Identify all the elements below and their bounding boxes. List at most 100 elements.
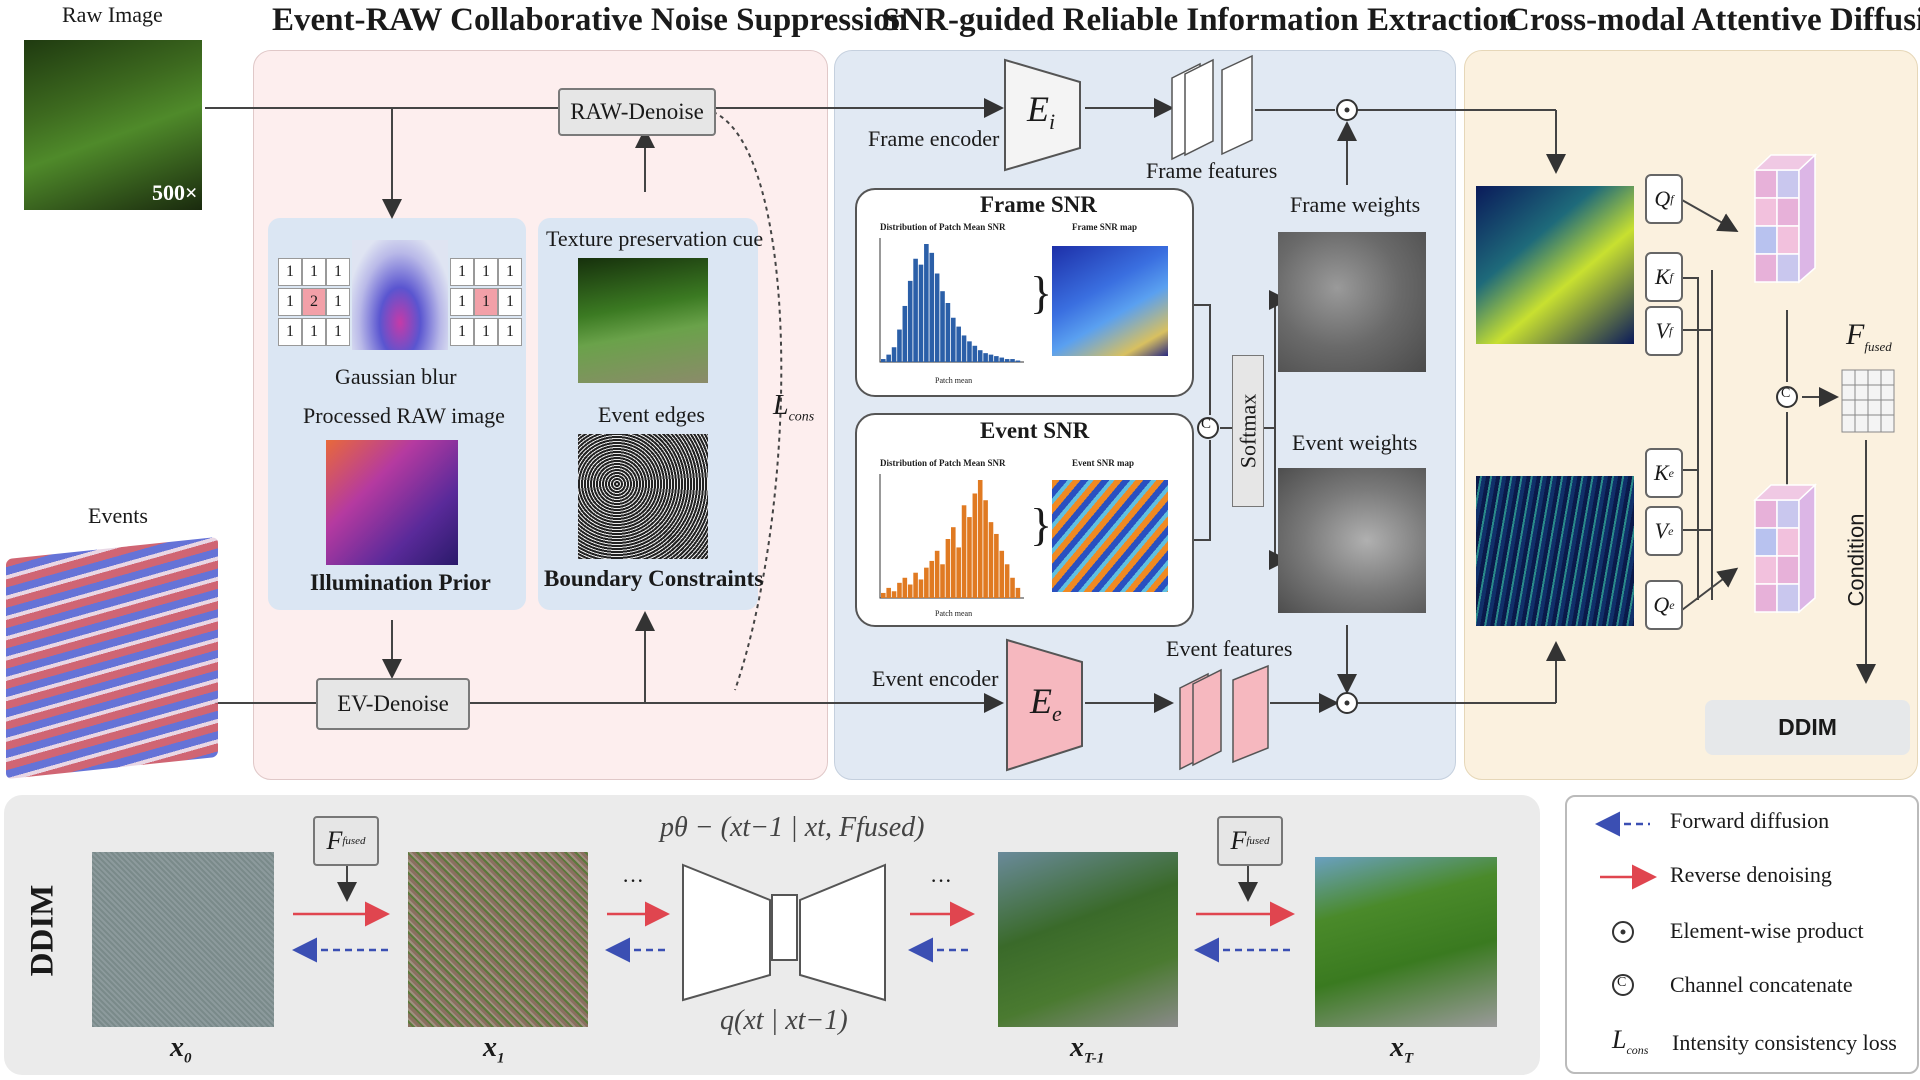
snr-extraction-title: SNR-guided Reliable Information Extracti…	[882, 2, 1518, 38]
legend-loss-sub: cons	[1626, 1043, 1649, 1058]
xt1-image	[998, 852, 1178, 1027]
hist-bar	[977, 480, 983, 598]
xt1-letter: x	[1070, 1032, 1084, 1063]
softmax-label: Softmax	[1235, 393, 1260, 469]
events-label: Events	[88, 503, 148, 528]
event-weights-label: Event weights	[1292, 430, 1418, 455]
hist-bar	[902, 305, 908, 362]
hist-bar	[994, 356, 999, 362]
kernel-cell: 1	[498, 288, 522, 316]
event-edges-label: Event edges	[598, 402, 705, 427]
qe-letter: Q	[1653, 592, 1670, 617]
kernel-cell: 1	[326, 318, 350, 346]
kernel-cell: 1	[326, 258, 350, 286]
hist-bar	[940, 291, 945, 362]
ddim-strip-label-wrap: DDIM	[8, 875, 78, 985]
ei-sub: i	[1049, 109, 1056, 135]
frame-snr-map	[1052, 246, 1168, 356]
hist-bar	[972, 345, 978, 362]
hist-bar	[924, 567, 929, 598]
texture-image	[578, 258, 708, 383]
hist-bar	[913, 258, 918, 362]
illumination-prior-label: Illumination Prior	[310, 570, 491, 595]
xt-label: xT	[1390, 1032, 1413, 1068]
ffused-sub: fused	[1864, 339, 1892, 354]
raw-image-label: Raw Image	[62, 2, 163, 27]
hist-bar	[961, 505, 967, 598]
frame-features-label: Frame features	[1146, 158, 1278, 183]
legend-elementwise: Element-wise product	[1670, 918, 1864, 943]
hist-bar	[977, 350, 983, 362]
hist-bar	[886, 587, 891, 598]
loss-cons-symbol: Lcons	[773, 390, 814, 426]
raw-denoise-box: RAW-Denoise	[558, 88, 716, 136]
frame-hist-xlabel: Patch mean	[935, 376, 973, 385]
hist-bar	[999, 357, 1005, 362]
ffused-right-sub: fused	[1246, 835, 1270, 847]
hist-bar	[940, 564, 945, 598]
hist-bar	[934, 550, 940, 598]
kernel-cell: 1	[498, 258, 522, 286]
frame-map-title: Frame SNR map	[1072, 222, 1137, 232]
ffused-right-letter: F	[1230, 826, 1247, 855]
x0-letter: x	[170, 1032, 184, 1063]
legend-intensity: Intensity consistency loss	[1672, 1030, 1897, 1055]
boundary-constraints-label: Boundary Constraints	[544, 566, 764, 591]
kernel-cell: 1	[474, 318, 498, 346]
frame-feature-map	[1476, 186, 1634, 344]
condition-label: Condition	[1843, 513, 1869, 607]
event-map-title: Event SNR map	[1072, 458, 1135, 468]
hist-bar	[956, 547, 961, 598]
qf-sub: f	[1670, 191, 1674, 206]
frame-encoder-shape	[1004, 58, 1081, 172]
hist-bar	[907, 280, 913, 362]
ffused-left-letter: F	[326, 826, 343, 855]
legend-loss-letter: L	[1612, 1025, 1627, 1054]
hist-bar	[988, 522, 994, 598]
gaussian-blur-visual	[352, 240, 448, 350]
hist-bar	[1004, 564, 1010, 598]
ffused-letter: F	[1846, 318, 1865, 351]
hist-bar	[1015, 587, 1021, 598]
hist-bar	[891, 347, 897, 362]
ev-denoise-box: EV-Denoise	[316, 678, 470, 730]
raw-image-badge: 500×	[152, 180, 198, 205]
hist-bar	[886, 354, 891, 362]
hist-bar	[1010, 577, 1015, 598]
ddim-strip-label: DDIM	[24, 884, 61, 976]
hist-bar	[891, 591, 897, 598]
kernel-cell: 1	[450, 318, 474, 346]
kernel-cell: 1	[474, 288, 498, 316]
frame-snr-histogram	[879, 238, 1024, 363]
hist-bar	[918, 264, 924, 362]
ffused-left-sub: fused	[342, 835, 366, 847]
qe-sub: e	[1669, 597, 1675, 612]
hist-bar	[897, 582, 902, 598]
ke-letter: K	[1653, 460, 1669, 485]
ee-letter: E	[1030, 681, 1052, 721]
ei-symbol: Ei	[1027, 88, 1055, 135]
hist-bar	[983, 353, 988, 362]
hist-bar	[924, 244, 929, 362]
softmax-box: Softmax	[1232, 355, 1264, 507]
hist-bar	[881, 359, 886, 362]
illumination-prior-map	[326, 440, 458, 565]
kf-letter: K	[1654, 264, 1670, 289]
hist-bar	[967, 517, 972, 598]
legend-concat: Channel concatenate	[1670, 972, 1853, 997]
hist-bar	[902, 577, 908, 598]
frame-hist-title: Distribution of Patch Mean SNR	[880, 222, 1006, 232]
hist-bar	[967, 341, 972, 362]
x1-label: x1	[483, 1032, 505, 1068]
kernel-cell: 1	[278, 318, 302, 346]
kernel-cell: 1	[278, 258, 302, 286]
hist-bar	[961, 335, 967, 362]
ve-sub: e	[1668, 523, 1674, 538]
cross-modal-title: Cross-modal Attentive Diffusion	[1506, 2, 1920, 38]
